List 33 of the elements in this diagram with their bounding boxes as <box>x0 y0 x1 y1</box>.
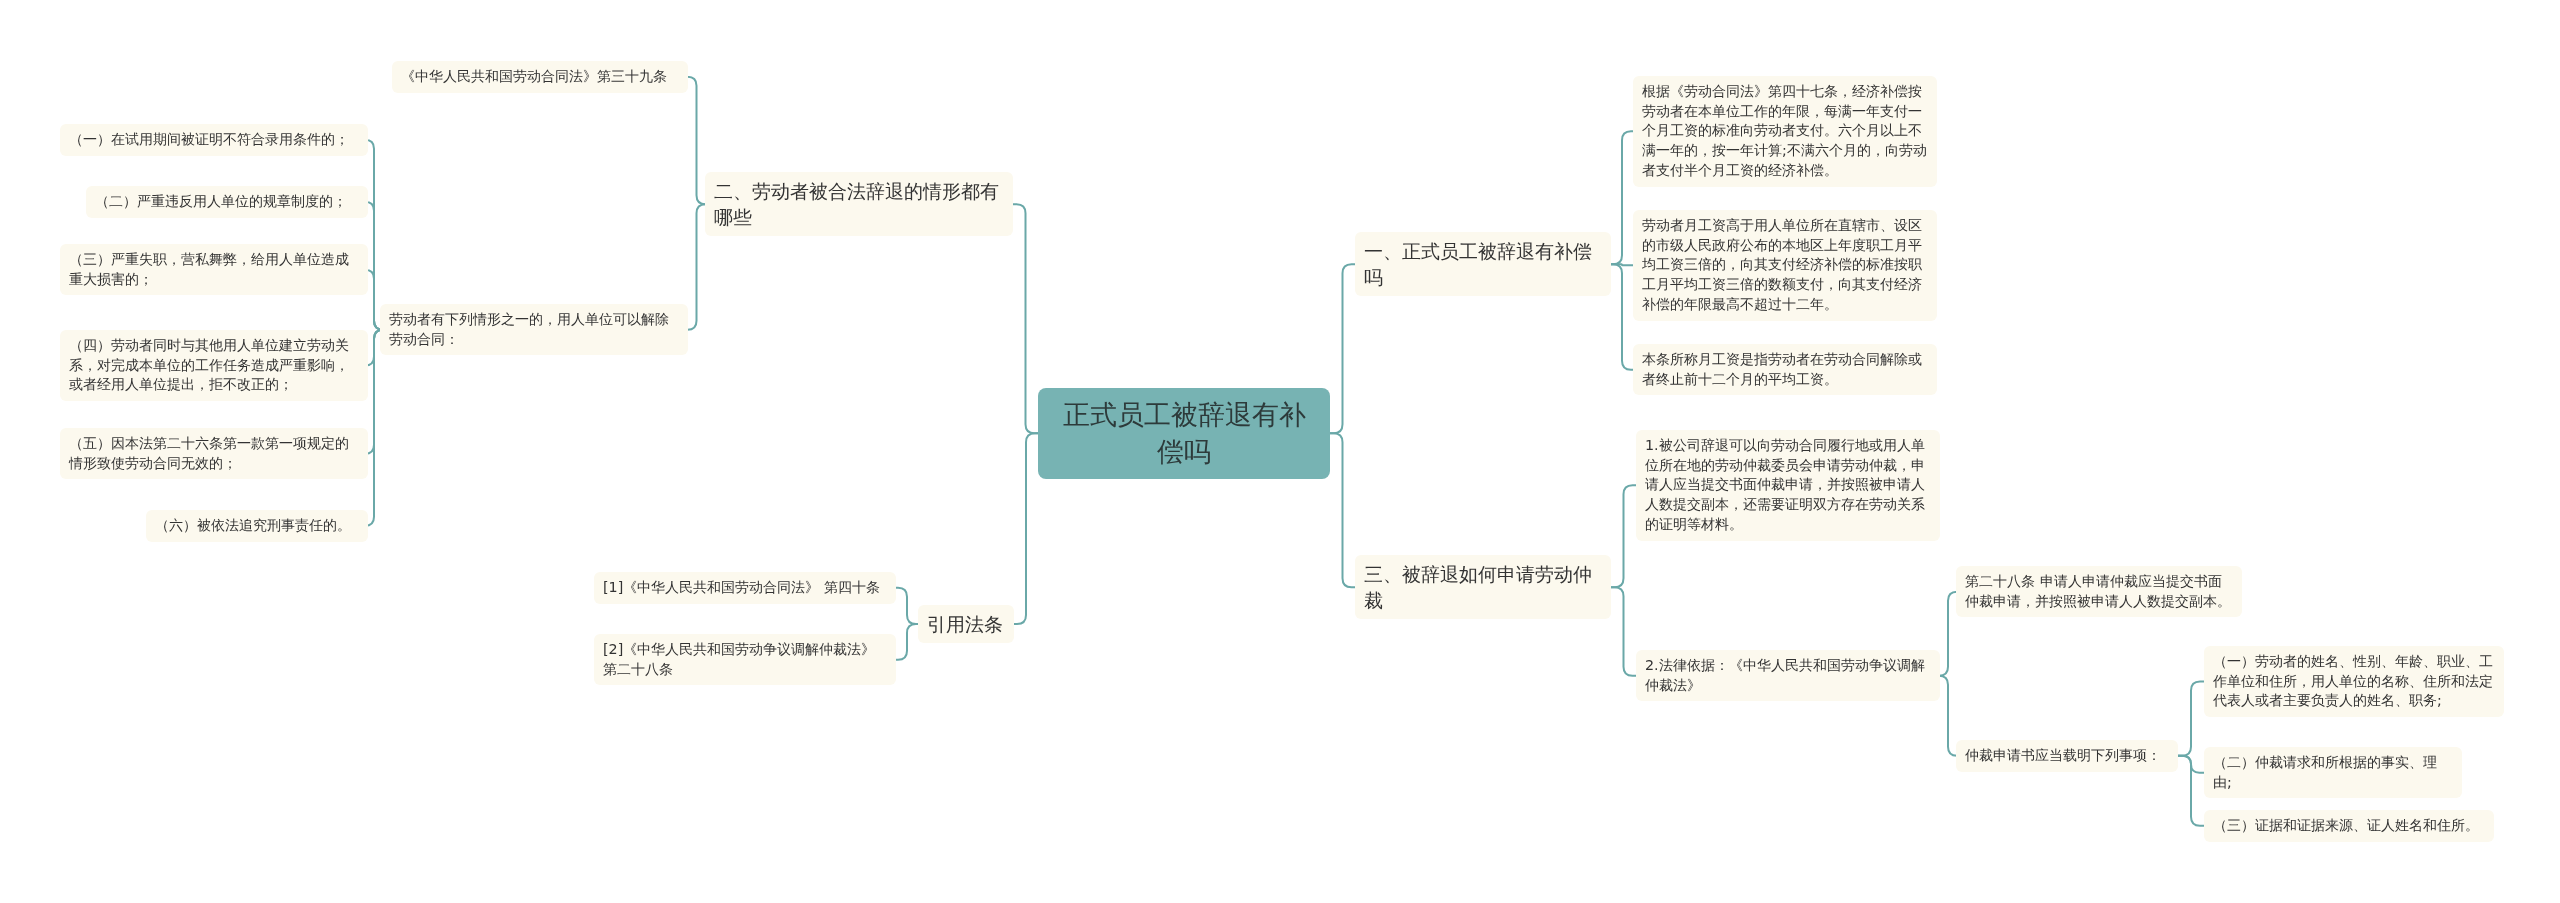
text-box: 本条所称月工资是指劳动者在劳动合同解除或者终止前十二个月的平均工资。 <box>1633 344 1937 396</box>
topic-box: 二、劳动者被合法辞退的情形都有哪些 <box>705 172 1013 237</box>
topic-box: 引用法条 <box>918 605 1014 644</box>
text-box: [2]《中华人民共和国劳动争议调解仲裁法》第二十八条 <box>594 634 896 686</box>
connector-line <box>686 203 707 331</box>
text-box: 劳动者有下列情形之一的，用人单位可以解除劳动合同： <box>380 304 688 356</box>
text-box: 第二十八条 申请人申请仲裁应当提交书面仲裁申请，并按照被申请人人数提交副本。 <box>1956 566 2242 618</box>
connector-line <box>2177 754 2205 827</box>
topic-box: 一、正式员工被辞退有补偿吗 <box>1355 232 1611 297</box>
text-box: （四）劳动者同时与其他用人单位建立劳动关系，对完成本单位的工作任务造成严重影响，或者经用人单位提出，拒不改正的； <box>60 330 368 402</box>
text-box: （二）严重违反用人单位的规章制度的； <box>86 186 368 218</box>
connector-line <box>895 623 919 661</box>
text-box: （六）被依法追究刑事责任的。 <box>146 510 368 542</box>
text-box: （三）严重失职，营私舞弊，给用人单位造成重大损害的； <box>60 244 368 296</box>
text-box: 2.法律依据：《中华人民共和国劳动争议调解仲裁法》 <box>1636 650 1940 702</box>
connector-line <box>1938 590 1958 677</box>
connector-line <box>1013 432 1039 626</box>
text-box: 《中华人民共和国劳动合同法》第三十九条 <box>392 61 688 93</box>
connector-line <box>686 75 707 206</box>
connector-line <box>1938 674 1958 757</box>
text-box: （五）因本法第二十六条第一款第一项规定的情形致使劳动合同无效的； <box>60 428 368 480</box>
text-box: （一）劳动者的姓名、性别、年龄、职业、工作单位和住所，用人单位的名称、住所和法定代表人或者主要负责人的姓名、职务; <box>2204 646 2504 718</box>
text-box: [1]《中华人民共和国劳动合同法》 第四十条 <box>594 572 896 604</box>
text-box: （一）在试用期间被证明不符合录用条件的； <box>60 124 368 156</box>
central-topic-box: 正式员工被辞退有补偿吗 <box>1038 388 1330 479</box>
text-box: （三）证据和证据来源、证人姓名和住所。 <box>2204 810 2494 842</box>
text-box: （二）仲裁请求和所根据的事实、理由; <box>2204 747 2462 799</box>
text-box: 仲裁申请书应当载明下列事项： <box>1956 740 2178 772</box>
text-box: 1.被公司辞退可以向劳动合同履行地或用人单位所在地的劳动仲裁委员会申请劳动仲裁，申请人应当提交书面仲裁申请，并按照被申请人人数提交副本，还需要证明双方存在劳动关系的证明等材料。 <box>1636 430 1940 541</box>
topic-box: 三、被辞退如何申请劳动仲裁 <box>1355 555 1611 620</box>
text-box: 根据《劳动合同法》第四十七条，经济补偿按劳动者在本单位工作的年限，每满一年支付一个月工资的标准向劳动者支付。六个月以上不满一年的，按一年计算;不满六个月的，向劳动者支付半个月工资的经济补偿。 <box>1633 76 1937 187</box>
text-box: 劳动者月工资高于用人单位所在直辖市、设区的市级人民政府公布的本地区上年度职工月平均工资三倍的，向其支付经济补偿的标准按职工月平均工资三倍的数额支付，向其支付经济补偿的年限最高不超过十二年。 <box>1633 210 1937 321</box>
connector-line <box>1610 263 1634 371</box>
